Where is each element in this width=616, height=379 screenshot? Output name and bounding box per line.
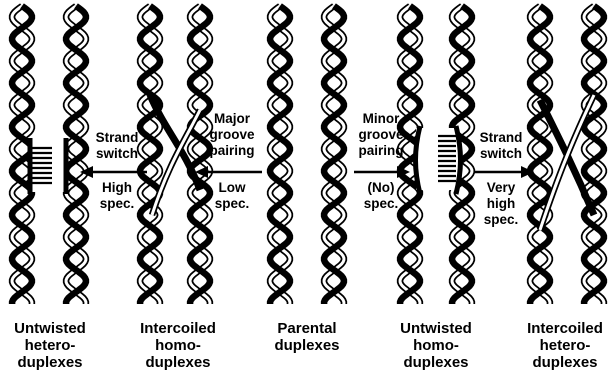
caption-line: duplexes — [532, 354, 597, 371]
arrow-label-below: spec. — [100, 196, 135, 211]
caption-line: duplexes — [274, 337, 339, 354]
helix-col2-a — [140, 6, 160, 304]
arrow-label-above: switch — [480, 146, 522, 161]
caption-line: duplexes — [17, 354, 82, 371]
arrow-label-below: spec. — [484, 212, 519, 227]
arrow-label-below: (No) — [368, 180, 395, 195]
arrow-label-above: pairing — [358, 143, 403, 158]
untwisted-ladder-right — [416, 126, 461, 194]
caption-untwisted-heteroduplexes: Untwisted hetero- duplexes — [14, 320, 86, 371]
helix-col5-b — [584, 6, 604, 304]
helix-col3-b — [324, 6, 344, 304]
caption-parental-duplexes: Parental duplexes — [274, 320, 339, 354]
arrow-label-below: High — [102, 180, 132, 195]
arrow-label-above: Strand — [480, 130, 523, 145]
caption-line: duplexes — [403, 354, 468, 371]
caption-line: duplexes — [145, 354, 210, 371]
arrow-label-above: groove — [358, 127, 404, 142]
caption-line: homo- — [155, 337, 201, 354]
caption-line: homo- — [413, 337, 459, 354]
caption-line: Parental — [277, 320, 336, 337]
arrow-label-above: groove — [209, 127, 255, 142]
caption-line: Intercoiled — [527, 320, 603, 337]
caption-line: Untwisted — [400, 320, 472, 337]
caption-line: hetero- — [25, 337, 76, 354]
caption-untwisted-homoduplexes: Untwisted homo- duplexes — [400, 320, 472, 371]
arrow-label-above: Major — [214, 111, 251, 126]
untwisted-ladder-left — [28, 138, 68, 194]
arrow-label-below: high — [487, 196, 516, 211]
caption-line: Intercoiled — [140, 320, 216, 337]
caption-intercoiled-homoduplexes: Intercoiled homo- duplexes — [140, 320, 216, 371]
arrow-label-above: switch — [96, 146, 138, 161]
arrow-label-above: Minor — [363, 111, 400, 126]
arrow-label-below: Low — [219, 180, 246, 195]
arrow-label-below: spec. — [364, 196, 399, 211]
arrow-label-below: spec. — [215, 196, 250, 211]
helix-col5-a — [530, 6, 550, 304]
helix-col1-b — [66, 6, 86, 304]
arrow-strand-switch-right: Strand switch Very high spec. — [474, 130, 534, 227]
arrow-label-above: Strand — [96, 130, 139, 145]
caption-line: hetero- — [540, 337, 591, 354]
arrow-label-above: pairing — [209, 143, 254, 158]
caption-intercoiled-heteroduplexes: Intercoiled hetero- duplexes — [527, 320, 603, 371]
helix-col3-a — [270, 6, 290, 304]
helix-col2-b — [190, 6, 210, 304]
caption-line: Untwisted — [14, 320, 86, 337]
arrow-label-below: Very — [487, 180, 516, 195]
